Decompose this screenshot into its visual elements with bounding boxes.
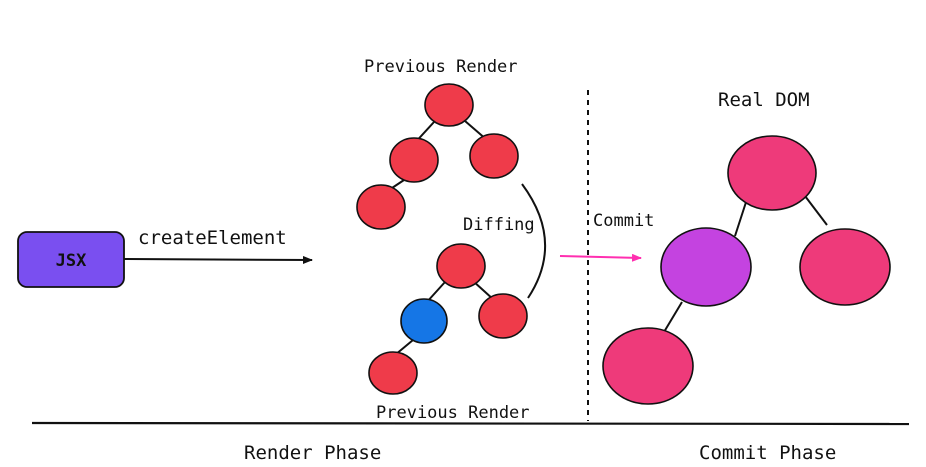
real-dom-root-node [727,135,817,211]
commit-arrow [559,253,642,262]
bottom-tree-leaf-node [368,351,418,395]
bottom-tree-right-node [478,293,528,339]
top-tree-leaf-node [356,184,406,230]
real-dom-right-node [799,228,891,306]
top-tree-edge [391,179,405,189]
top-tree-root-node [424,83,474,127]
top-tree-right-node [469,133,519,179]
diffing-label: Diffing [463,215,535,235]
bottom-tree-changed-node [400,298,448,344]
create-element-label: createElement [138,227,287,249]
real-dom-changed-node [660,227,752,307]
previous-render-top-label: Previous Render [364,57,518,77]
real-dom-label: Real DOM [718,89,810,111]
commit-phase-label: Commit Phase [699,442,836,464]
previous-render-bottom-label: Previous Render [376,403,530,423]
commit-label: Commit [593,211,654,231]
top-tree-left-node [389,137,439,183]
create-element-arrow [123,255,313,264]
render-phase-label: Render Phase [244,442,381,464]
real-dom-leaf-node [602,327,694,405]
diffing-bracket [521,183,546,299]
bottom-tree-root-node [436,243,486,289]
phase-baseline [31,421,910,426]
real-dom-edge [804,195,828,226]
jsx-label: JSX [56,251,87,271]
